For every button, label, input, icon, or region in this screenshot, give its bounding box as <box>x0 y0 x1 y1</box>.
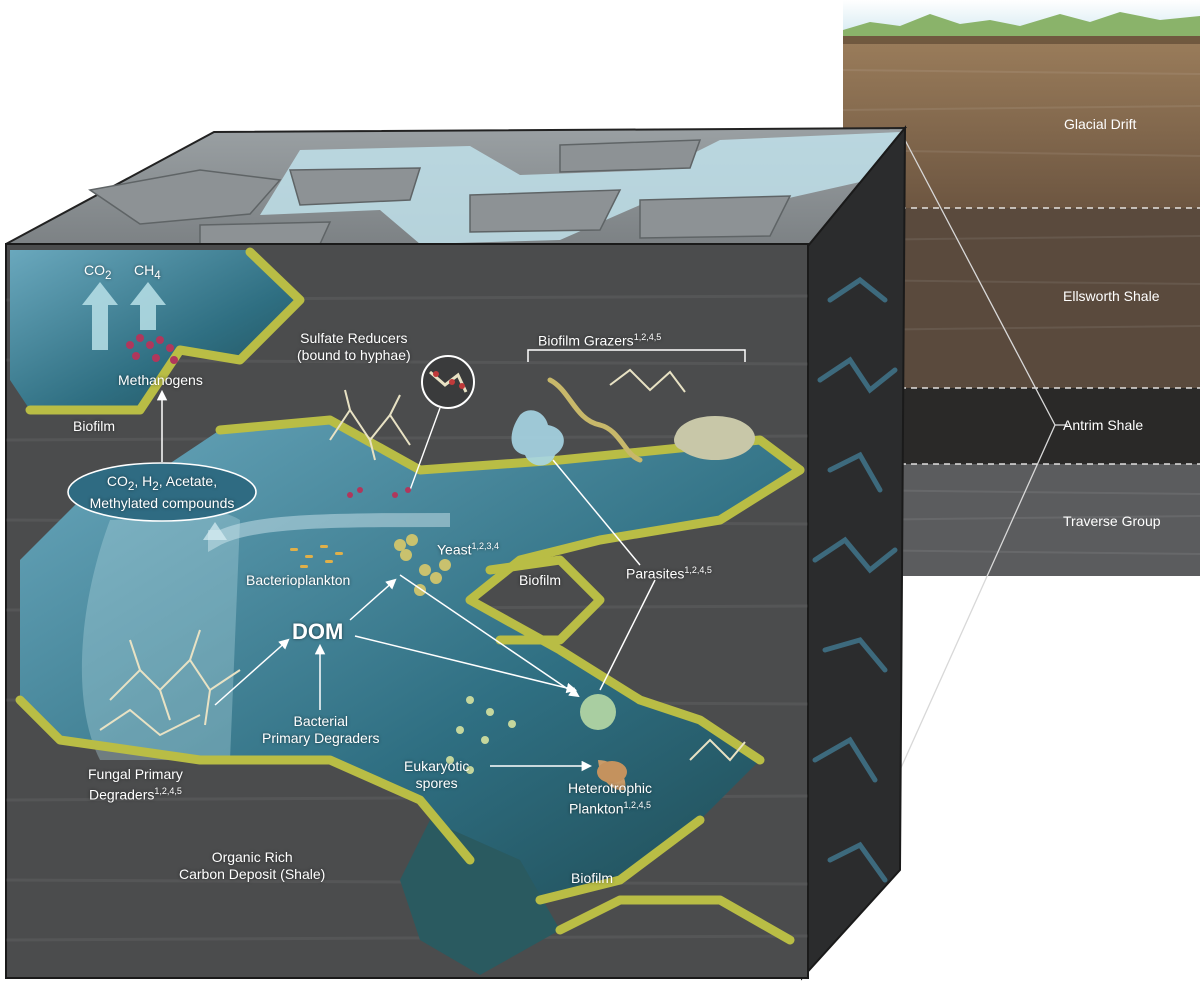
block-right-face <box>800 125 907 981</box>
arrow-dom-to-plankton <box>354 635 578 694</box>
biofilm-grazers <box>511 377 755 466</box>
methanogens-cluster <box>126 334 178 364</box>
arrow-fungal-to-dom <box>214 638 290 706</box>
sulfate-reducers-label: Sulfate Reducers(bound to hyphae) <box>297 330 411 363</box>
block-top-face <box>5 126 908 248</box>
top-water-channel <box>260 132 900 244</box>
ch4-label: CH4 <box>134 262 161 282</box>
bacterioplankton-cells <box>290 545 343 568</box>
flow-arrows <box>156 389 593 772</box>
strata-boundaries <box>900 207 1200 465</box>
zoom-lines <box>899 139 1068 771</box>
water-cavity-bottom <box>400 820 560 975</box>
arrow-dom-to-yeast <box>349 578 397 621</box>
upflow-plume <box>81 511 241 760</box>
grass-strip <box>843 12 1200 40</box>
biofilm-label-bottom: Biofilm <box>571 870 614 886</box>
traverse-group-label: Traverse Group <box>1063 513 1161 529</box>
parasite-lines <box>552 459 656 691</box>
fungal-hyphae <box>99 368 746 762</box>
methanogens-label: Methanogens <box>118 372 203 388</box>
biofilm-grazers-label: Biofilm Grazers1,2,4,5 <box>538 332 662 349</box>
dom-label: DOM <box>292 619 344 644</box>
sulfate-reducer-inset <box>347 355 475 498</box>
glacial-drift-label: Glacial Drift <box>1064 116 1137 132</box>
plankton-organisms <box>446 694 627 791</box>
metabolites-label: CO2, H2, Acetate, Methylated compounds <box>89 473 235 511</box>
parasites-label: Parasites1,2,4,5 <box>626 565 712 582</box>
gas-arrows <box>82 282 166 350</box>
yeast-label: Yeast1,2,3,4 <box>437 541 500 558</box>
co2-label: CO2 <box>84 262 112 282</box>
biofilm-label-center: Biofilm <box>519 572 562 588</box>
ellsworth-shale-label: Ellsworth Shale <box>1063 288 1160 304</box>
arrow-yeast-to-plankton <box>399 574 580 698</box>
metabolite-ellipse <box>67 462 257 522</box>
biofilm-crusts <box>15 247 805 945</box>
biofilm-label-left: Biofilm <box>73 418 116 434</box>
grazer-bracket <box>527 349 746 362</box>
antrim-shale-label: Antrim Shale <box>1063 417 1144 433</box>
block-front-face <box>5 243 809 979</box>
bacterioplankton-label: Bacterioplankton <box>246 572 351 588</box>
